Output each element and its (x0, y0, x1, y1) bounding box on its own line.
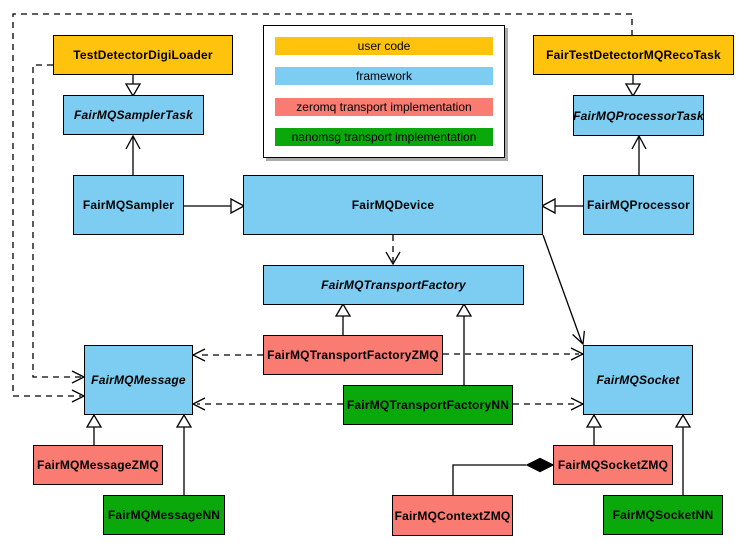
node-fairmq-transport-factory: FairMQTransportFactory (263, 265, 524, 305)
legend-item-framework: framework (275, 67, 493, 85)
node-test-detector-digi-loader: TestDetectorDigiLoader (53, 35, 233, 75)
legend-item-zeromq: zeromq transport implementation (275, 98, 493, 116)
node-fairmq-socket-nn: FairMQSocketNN (603, 495, 723, 535)
node-fairmq-socket: FairMQSocket (583, 345, 693, 415)
node-fairmq-sampler-task: FairMQSamplerTask (63, 95, 204, 135)
node-fairmq-message-nn: FairMQMessageNN (103, 495, 225, 535)
node-fairmq-sampler: FairMQSampler (73, 175, 184, 235)
node-fair-test-detector-mq-reco-task: FairTestDetectorMQRecoTask (533, 35, 734, 75)
node-fairmq-socket-zmq: FairMQSocketZMQ (553, 445, 673, 485)
legend-item-nanomsg: nanomsg transport implementation (275, 128, 493, 146)
node-fairmq-processor: FairMQProcessor (583, 175, 694, 235)
node-fairmq-message: FairMQMessage (84, 345, 193, 415)
node-fairmq-context-zmq: FairMQContextZMQ (392, 495, 513, 536)
node-fairmq-transport-factory-zmq: FairMQTransportFactoryZMQ (263, 335, 443, 375)
node-fairmq-device: FairMQDevice (243, 175, 543, 235)
legend: user code framework zeromq transport imp… (263, 25, 505, 158)
legend-item-user-code: user code (275, 37, 493, 55)
node-fairmq-message-zmq: FairMQMessageZMQ (33, 445, 163, 485)
node-fairmq-transport-factory-nn: FairMQTransportFactoryNN (343, 385, 513, 425)
node-fairmq-processor-task: FairMQProcessorTask (573, 95, 704, 136)
